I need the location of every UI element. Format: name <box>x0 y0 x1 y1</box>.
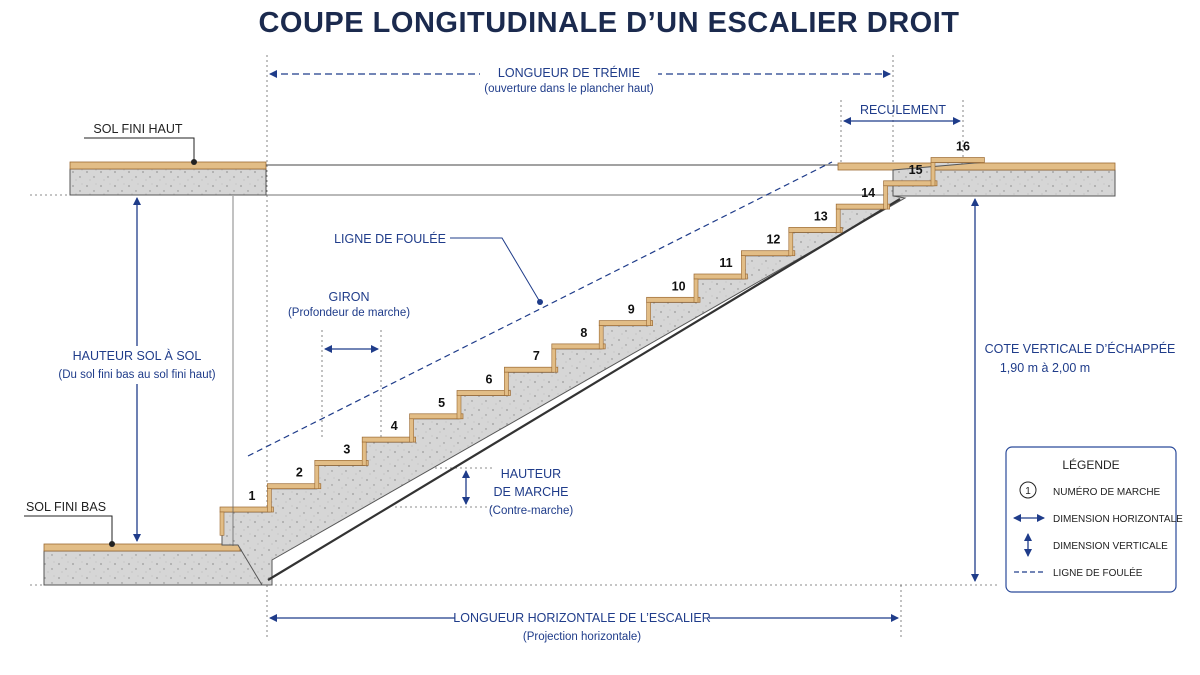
tread-board <box>219 506 274 513</box>
tread-board <box>930 157 985 163</box>
upper-floor-leader: SOL FINI HAUT <box>84 122 197 165</box>
horizontal-length-label: LONGUEUR HORIZONTALE DE L’ESCALIER <box>453 611 710 625</box>
reculement-dimension: RECULEMENT <box>843 103 961 125</box>
step-number: 12 <box>766 233 780 247</box>
step-number: 4 <box>391 419 398 433</box>
step-number: 5 <box>438 396 445 410</box>
riser-board <box>219 511 225 536</box>
riser-board <box>835 208 841 233</box>
step-number: 3 <box>343 442 350 456</box>
riser-board <box>788 232 794 256</box>
step-number: 15 <box>909 163 923 177</box>
reculement-label: RECULEMENT <box>860 103 946 117</box>
step-number: 1 <box>249 489 256 503</box>
riser-board <box>314 465 320 489</box>
step-number: 2 <box>296 466 303 480</box>
legend-item-label: LIGNE DE FOULÉE <box>1053 566 1143 579</box>
riser-board <box>646 301 651 326</box>
legend-item-walking-line: LIGNE DE FOULÉE <box>1014 566 1143 579</box>
tread-board <box>361 436 416 443</box>
walking-line-label: LIGNE DE FOULÉE <box>334 231 446 246</box>
floor-to-floor-sublabel: (Du sol fini bas au sol fini haut) <box>58 369 215 381</box>
riser-board <box>361 441 367 466</box>
walking-line <box>247 161 833 457</box>
riser-board <box>741 255 746 280</box>
riser-board <box>267 488 272 513</box>
step-number: 11 <box>719 256 732 270</box>
legend-item-label: NUMÉRO DE MARCHE <box>1053 485 1161 498</box>
tread-board <box>788 227 843 233</box>
tremie-sublabel: (ouverture dans le plancher haut) <box>484 83 654 95</box>
legend-item-horizontal: DIMENSION HORIZONTALE <box>1013 514 1183 525</box>
riser-board <box>409 418 414 443</box>
riser-height-label-2: DE MARCHE <box>493 485 568 499</box>
tread-board <box>314 460 369 466</box>
legend: LÉGENDE 1 NUMÉRO DE MARCHE DIMENSION HOR… <box>1005 446 1183 593</box>
tread-board <box>456 390 511 396</box>
step-number: 7 <box>533 349 540 363</box>
lower-floor-leader: SOL FINI BAS <box>24 500 115 547</box>
legend-item-vertical: DIMENSION VERTICALE <box>1024 533 1168 557</box>
riser-board <box>551 348 557 373</box>
legend-item-step-number: 1 NUMÉRO DE MARCHE <box>1019 481 1161 499</box>
tread-board <box>835 203 890 210</box>
riser-height-label-1: HAUTEUR <box>501 467 561 481</box>
tread-board <box>267 483 322 490</box>
tread-depth-label: GIRON <box>329 290 370 304</box>
riser-board <box>456 395 462 420</box>
riser-board <box>693 278 699 303</box>
upper-floor-slab-right <box>837 162 1116 197</box>
lower-floor-label: SOL FINI BAS <box>26 500 106 514</box>
riser-board <box>504 371 509 396</box>
step-number: 13 <box>814 209 828 223</box>
tread-board <box>409 413 464 420</box>
legend-item-label: DIMENSION VERTICALE <box>1053 541 1168 552</box>
step-number: 9 <box>628 303 635 317</box>
riser-board <box>930 162 936 187</box>
step-number: 8 <box>580 326 587 340</box>
stair-concrete-body <box>221 162 981 586</box>
riser-height-dimension: HAUTEUR DE MARCHE (Contre-marche) <box>462 467 574 517</box>
tread-board <box>504 366 559 373</box>
floor-to-floor-label: HAUTEUR SOL À SOL <box>73 348 202 363</box>
headroom-dimension: COTE VERTICALE D’ÉCHAPPÉE 1,90 m à 2,00 … <box>971 198 1176 582</box>
step-number: 16 <box>956 140 970 154</box>
upper-floor-label: SOL FINI HAUT <box>93 122 182 136</box>
step-number: 10 <box>672 279 686 293</box>
headroom-label: COTE VERTICALE D’ÉCHAPPÉE <box>985 341 1176 356</box>
riser-height-sublabel: (Contre-marche) <box>489 505 574 517</box>
tread-board <box>741 250 796 257</box>
tread-board <box>598 320 653 326</box>
tread-board <box>883 180 938 187</box>
stair-concrete-fill <box>221 162 981 586</box>
riser-board <box>598 325 604 350</box>
floor-to-floor-dimension: HAUTEUR SOL À SOL (Du sol fini bas au so… <box>58 197 216 542</box>
upper-floor-slab-left <box>69 161 267 196</box>
tread-board <box>693 273 748 280</box>
step-number: 6 <box>486 373 493 387</box>
tread-board <box>646 296 701 303</box>
horizontal-length-sublabel: (Projection horizontale) <box>523 631 641 643</box>
horizontal-length-dimension: LONGUEUR HORIZONTALE DE L’ESCALIER (Proj… <box>269 608 899 643</box>
walking-line-leader: LIGNE DE FOULÉE <box>334 231 543 305</box>
tread-depth-dimension: GIRON (Profondeur de marche) <box>288 290 410 353</box>
tremie-label: LONGUEUR DE TRÉMIE <box>498 65 640 80</box>
legend-item-label: DIMENSION HORIZONTALE <box>1053 514 1183 525</box>
legend-title: LÉGENDE <box>1062 457 1119 472</box>
tread-depth-sublabel: (Profondeur de marche) <box>288 307 410 319</box>
headroom-value: 1,90 m à 2,00 m <box>1000 361 1090 375</box>
diagram-title: COUPE LONGITUDINALE D’UN ESCALIER DROIT <box>258 7 959 39</box>
stair-soffit-line <box>267 198 901 581</box>
tremie-dimension: LONGUEUR DE TRÉMIE (ouverture dans le pl… <box>269 62 891 95</box>
step-number: 14 <box>861 186 875 200</box>
riser-board <box>883 185 888 210</box>
tread-board <box>551 343 606 350</box>
legend-step-marker: 1 <box>1025 486 1031 497</box>
lower-floor-slab <box>43 543 273 586</box>
